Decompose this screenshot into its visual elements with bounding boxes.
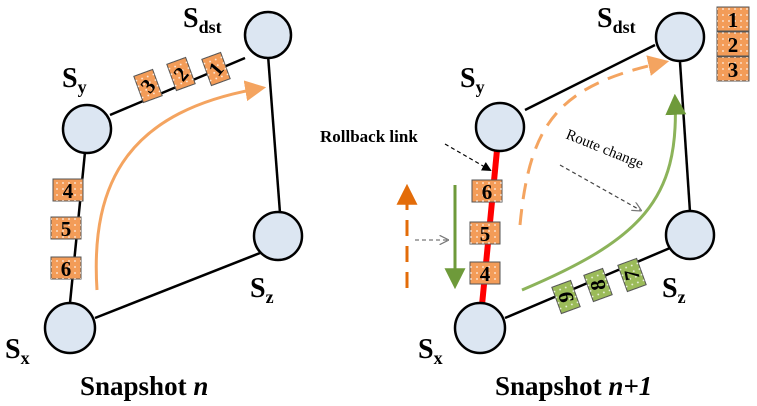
svg-text:8: 8 <box>585 278 610 293</box>
svg-text:9: 9 <box>553 290 578 305</box>
packet: 1 <box>716 6 750 32</box>
packet: 7 <box>617 257 647 293</box>
svg-text:6: 6 <box>61 257 72 281</box>
caption-snapshot-n: Snapshot n <box>80 371 208 401</box>
packet: 1 <box>201 51 231 87</box>
caption-snapshot-n-plus-1: Snapshot n+1 <box>495 371 652 401</box>
new-flow-arrow <box>521 93 687 292</box>
svg-text:5: 5 <box>61 217 72 241</box>
packet: 6 <box>50 256 82 281</box>
old-flow-arrow-dashed <box>518 55 670 226</box>
packet: 6 <box>471 179 503 204</box>
svg-text:4: 4 <box>480 262 491 286</box>
packet: 5 <box>50 216 82 241</box>
svg-text:3: 3 <box>728 58 739 82</box>
flow-arrow <box>94 80 267 291</box>
label-s-x: Sx <box>418 334 443 368</box>
route-change-label: Route change <box>564 127 646 173</box>
route-change-pointer <box>559 164 640 210</box>
node-s-x <box>43 301 97 355</box>
edge-y-dst <box>524 43 656 112</box>
label-s-dst: Sdst <box>183 3 222 37</box>
snapshot-n-plus-1: Sdst Sy Sx Sz Rollback link Route change… <box>320 3 750 401</box>
svg-text:1: 1 <box>728 8 739 32</box>
label-s-z: Sz <box>250 273 274 307</box>
node-s-z <box>252 210 304 262</box>
node-s-z <box>664 209 716 261</box>
packet: 2 <box>716 31 750 57</box>
svg-text:6: 6 <box>482 180 493 204</box>
svg-text:7: 7 <box>619 268 644 283</box>
node-s-dst <box>654 11 706 63</box>
packet: 4 <box>52 178 84 203</box>
label-s-y: Sy <box>62 63 87 97</box>
label-s-z: Sz <box>662 273 686 307</box>
rollback-link-label: Rollback link <box>320 127 418 146</box>
rollback-pointer <box>444 143 492 171</box>
node-s-x <box>453 301 507 355</box>
packet: 9 <box>551 279 581 315</box>
edge-dst-z <box>266 54 282 214</box>
label-s-x: Sx <box>5 334 30 368</box>
label-s-y: Sy <box>460 63 485 97</box>
packet: 2 <box>166 56 196 92</box>
snapshot-n: Sdst Sy Sx Sz 3 2 1 4 5 6 Sn <box>5 3 304 401</box>
node-s-dst <box>243 10 293 60</box>
packet: 3 <box>716 56 750 82</box>
packet: 5 <box>469 221 501 246</box>
packet: 3 <box>133 68 163 104</box>
edge-x-z <box>94 251 261 320</box>
edge-dst-z <box>678 61 692 213</box>
packet: 4 <box>469 261 501 286</box>
node-s-y <box>61 103 113 155</box>
label-s-dst: Sdst <box>597 3 636 37</box>
packet: 8 <box>583 267 613 303</box>
svg-text:2: 2 <box>728 33 739 57</box>
node-s-y <box>474 101 526 153</box>
svg-text:5: 5 <box>480 222 491 246</box>
svg-text:4: 4 <box>63 179 74 203</box>
